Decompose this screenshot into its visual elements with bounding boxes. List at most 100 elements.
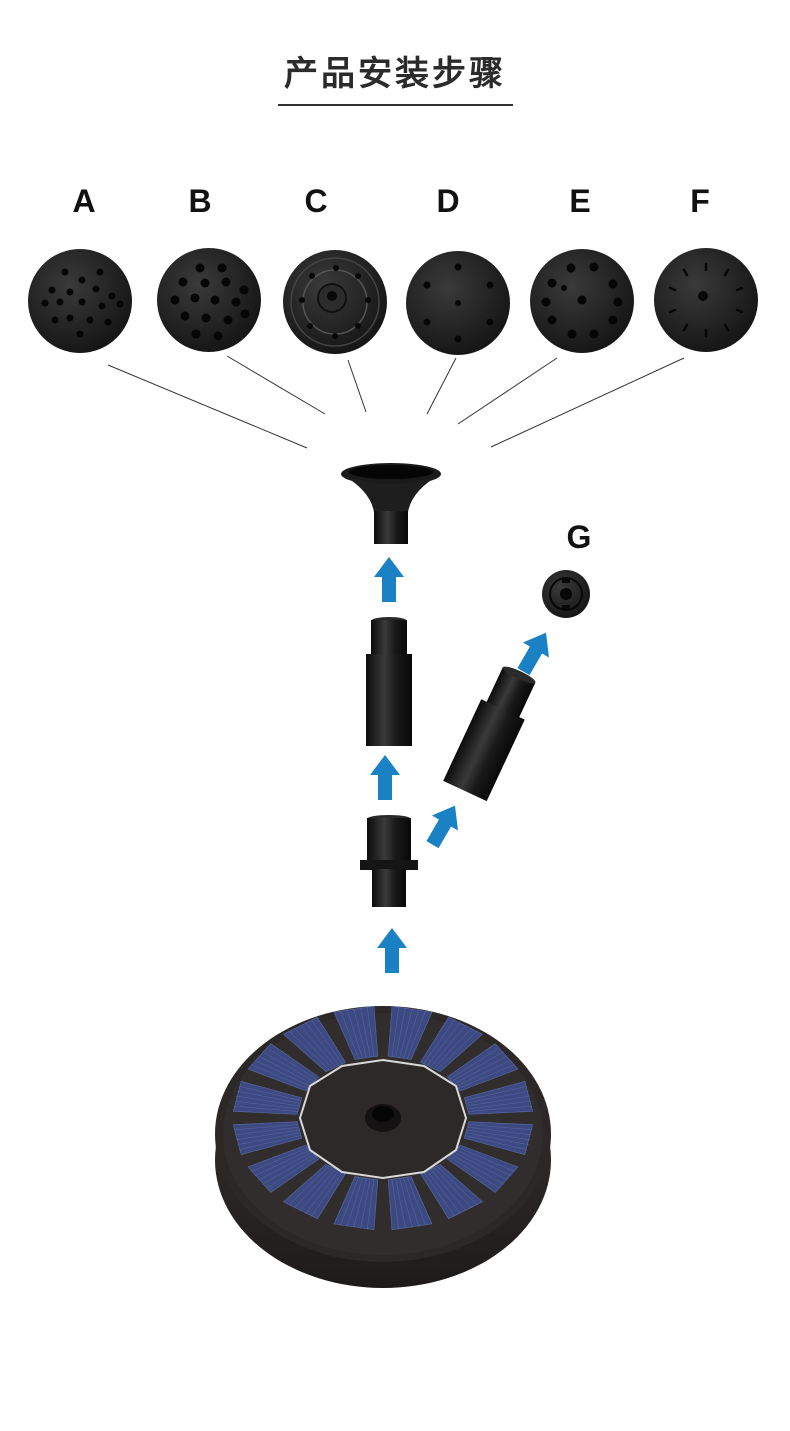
solar-cell-line — [391, 1179, 400, 1230]
solar-panel-segment — [387, 1005, 433, 1060]
solar-cell-line — [266, 1047, 317, 1080]
solar-cell-line — [233, 1124, 298, 1131]
solar-panel-segment — [446, 1144, 519, 1193]
nozzle-a-icon — [28, 249, 132, 353]
solar-cell-line — [293, 1027, 333, 1069]
solar-panel-segment — [463, 1121, 534, 1155]
solar-cell-line — [254, 1059, 310, 1087]
extension-tube-icon — [366, 617, 412, 746]
solar-cell-line — [407, 1177, 426, 1226]
nozzle-label-b: B — [188, 183, 212, 219]
nozzle-label-e: E — [569, 183, 591, 219]
solar-cell-line — [258, 1152, 312, 1181]
solar-cell-line — [311, 1172, 343, 1217]
solar-panel-segment — [333, 1176, 379, 1231]
solar-cell-line — [237, 1132, 300, 1146]
nozzle-label-f: F — [690, 183, 710, 219]
solar-cell-line — [427, 1170, 461, 1215]
solar-panel-segment — [232, 1121, 303, 1155]
connector-tube-icon — [360, 815, 418, 907]
solar-cell-line — [423, 1172, 455, 1217]
solar-cell-line — [366, 1006, 375, 1057]
funnel-part-icon — [341, 463, 441, 544]
solar-cell-line — [258, 1055, 312, 1084]
solar-cell-line — [467, 1095, 531, 1107]
nozzle-f-icon — [654, 248, 758, 352]
solar-cell-line — [266, 1156, 317, 1189]
solar-cell-line — [293, 1167, 333, 1209]
solar-cell-line — [465, 1086, 527, 1101]
solar-cell-line — [395, 1007, 406, 1057]
solar-cell-line — [449, 1047, 500, 1080]
solar-cell-line — [305, 1170, 339, 1215]
solar-cell-line — [353, 1008, 367, 1058]
solar-cell-line — [436, 1030, 478, 1070]
solar-cell-line — [433, 1027, 473, 1069]
solar-cell-line — [467, 1100, 532, 1109]
solar-panel-segment — [282, 1164, 346, 1220]
title-underline — [278, 104, 513, 106]
solar-cell-line — [399, 1008, 413, 1058]
solar-cell-line — [235, 1095, 299, 1107]
solar-cell-line — [235, 1129, 299, 1141]
solar-cell-line — [353, 1178, 367, 1228]
solar-cell-line — [234, 1100, 299, 1109]
solar-cell-line — [403, 1178, 420, 1227]
solar-cell-line — [452, 1154, 504, 1185]
solar-cell-line — [433, 1167, 473, 1209]
solar-cell-line — [467, 1129, 531, 1141]
solar-cell-line — [340, 1010, 359, 1059]
solar-panel-segment — [282, 1016, 346, 1072]
nozzle-b-icon — [157, 248, 261, 352]
solar-cell-line — [466, 1132, 529, 1146]
solar-cell-line — [262, 1154, 314, 1185]
solar-cell-line — [399, 1178, 413, 1228]
solar-cell-line — [454, 1152, 508, 1181]
arrow-to-connector-icon — [377, 928, 407, 973]
solar-cell-line — [449, 1156, 500, 1189]
solar-cell-line — [427, 1021, 461, 1066]
nozzle-label-d: D — [436, 183, 460, 219]
solar-cell-line — [262, 1051, 314, 1082]
solar-cell-line — [360, 1179, 371, 1229]
solar-cell-line — [346, 1009, 363, 1058]
nozzle-label-c: C — [304, 183, 328, 219]
solar-panel-segment — [247, 1043, 320, 1092]
solar-cell-line — [407, 1010, 426, 1059]
solar-cell-line — [436, 1166, 478, 1206]
solar-cell-line — [468, 1105, 533, 1112]
solar-cell-line — [288, 1030, 330, 1070]
solar-cell-line — [466, 1090, 529, 1104]
nozzle-c-icon — [283, 250, 387, 354]
solar-cell-line — [239, 1135, 301, 1150]
solar-cell-line — [452, 1051, 504, 1082]
solar-cell-line — [239, 1086, 301, 1101]
solar-panel-segment — [387, 1176, 433, 1231]
solar-cell-line — [454, 1055, 508, 1084]
solar-cell-line — [311, 1019, 343, 1064]
solar-cell-line — [254, 1149, 310, 1177]
solar-cell-line — [233, 1105, 298, 1112]
solar-cell-line — [456, 1059, 512, 1087]
solar-panel-segment — [232, 1081, 303, 1115]
solar-fountain-base-icon — [215, 1005, 551, 1288]
solar-cell-line — [251, 1064, 308, 1089]
solar-cell-line — [346, 1178, 363, 1227]
solar-cell-line — [366, 1179, 375, 1230]
solar-cell-line — [456, 1149, 512, 1177]
solar-cell-line — [403, 1009, 420, 1058]
solar-cell-line — [395, 1179, 406, 1229]
arrow-to-funnel-icon — [374, 557, 404, 602]
solar-panel-segment — [420, 1016, 484, 1072]
solar-cell-line — [430, 1169, 467, 1212]
solar-cell-line — [251, 1147, 308, 1172]
angled-tube-icon — [443, 666, 536, 802]
solar-cell-line — [234, 1127, 299, 1136]
solar-cell-line — [299, 1169, 336, 1212]
page-title: 产品安装步骤 — [284, 54, 506, 94]
solar-cell-line — [467, 1127, 532, 1136]
solar-cell-line — [430, 1024, 467, 1067]
solar-cell-line — [468, 1124, 533, 1131]
nozzle-label-g: G — [566, 519, 592, 555]
